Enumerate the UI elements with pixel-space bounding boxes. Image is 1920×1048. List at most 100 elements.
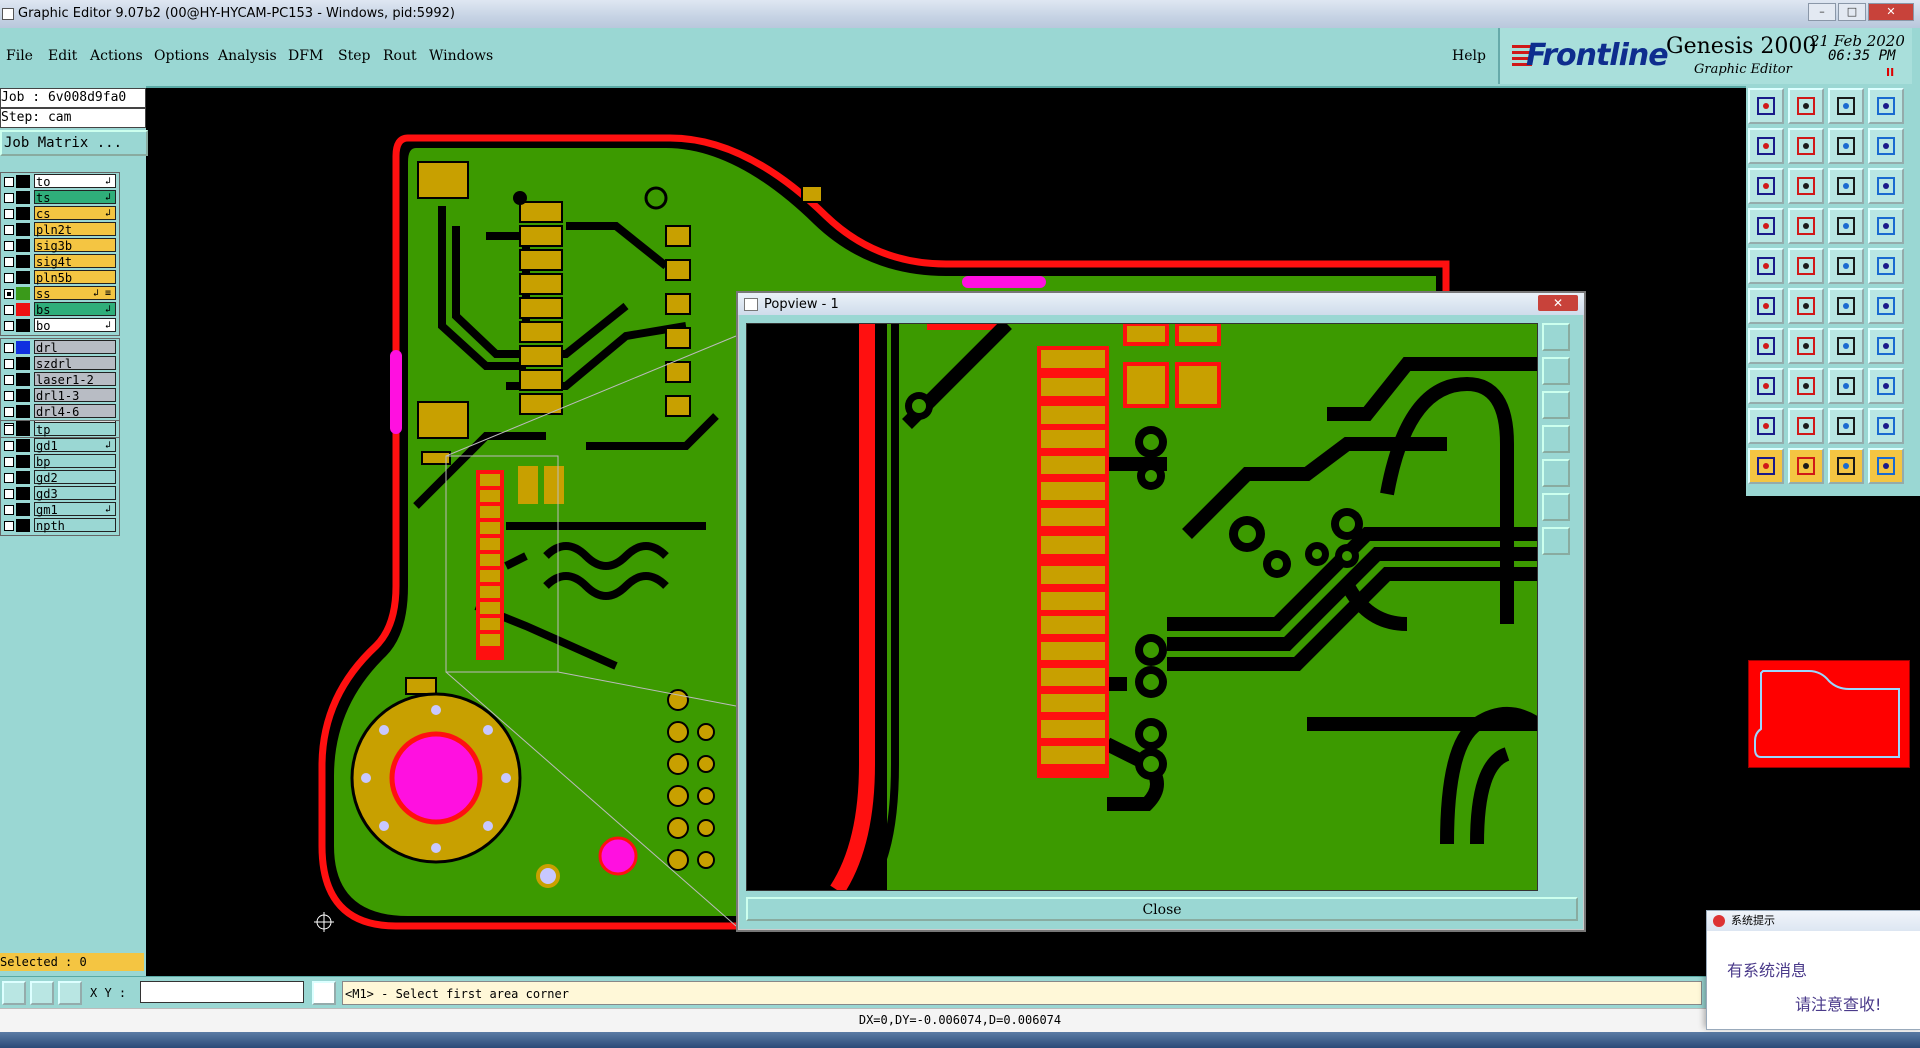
popview-close-button[interactable]: Close [746, 897, 1578, 921]
layer-row-pln5b[interactable]: pln5b [1, 270, 119, 285]
route-icon[interactable] [1828, 208, 1864, 244]
menu-file[interactable]: File [6, 48, 33, 64]
flip-icon[interactable] [1828, 128, 1864, 164]
pointer-net-icon[interactable] [1868, 448, 1904, 484]
layer-row-drl4-6[interactable]: drl4-6 [1, 404, 119, 419]
layer-color-swatch[interactable] [16, 357, 30, 370]
layer-name[interactable]: tp [34, 422, 116, 437]
popview-tool-pan-right[interactable] [1542, 459, 1570, 487]
layer-color-swatch[interactable] [16, 439, 30, 452]
popview-title-bar[interactable]: Popview - 1 ✕ [738, 293, 1584, 315]
triangle-c-icon[interactable] [1868, 408, 1904, 444]
menu-options[interactable]: Options [154, 48, 210, 64]
layer-name[interactable]: to↲ [34, 174, 116, 189]
layer-row-sig3b[interactable]: sig3b [1, 238, 119, 253]
popview-tool-pan-up[interactable] [1542, 357, 1570, 385]
window-icon[interactable] [1868, 88, 1904, 124]
menu-analysis[interactable]: Analysis [218, 48, 277, 64]
cross-icon[interactable] [1788, 288, 1824, 324]
line-move-icon[interactable] [1868, 288, 1904, 324]
step-icon[interactable] [1868, 128, 1904, 164]
popview-tool-pan-down[interactable] [1542, 391, 1570, 419]
layer-row-cs[interactable]: cs↲ [1, 206, 119, 221]
layer-color-swatch[interactable] [16, 341, 30, 354]
pointer-box-icon[interactable] [1828, 448, 1864, 484]
layer-name[interactable]: szdrl [34, 356, 116, 371]
layer-checkbox[interactable] [4, 209, 14, 219]
layer-row-pln2t[interactable]: pln2t [1, 222, 119, 237]
layer-row-bs[interactable]: bs↲ [1, 302, 119, 317]
select-box-icon[interactable] [1748, 368, 1784, 404]
layer-row-gd3[interactable]: gd3 [1, 486, 119, 501]
profile-icon[interactable] [1788, 248, 1824, 284]
layer-name[interactable]: gd1↲ [34, 438, 116, 453]
layer-name[interactable]: gd3 [34, 486, 116, 501]
layer-checkbox[interactable] [4, 193, 14, 203]
layer-name[interactable]: bo↲ [34, 318, 116, 333]
line-add-icon[interactable] [1828, 288, 1864, 324]
layer-row-sig4t[interactable]: sig4t [1, 254, 119, 269]
layer-name[interactable]: pln5b [34, 270, 116, 285]
help-icon[interactable] [1868, 168, 1904, 204]
layer-checkbox[interactable] [4, 505, 14, 515]
layer-color-swatch[interactable] [16, 405, 30, 418]
measure-icon[interactable] [1748, 208, 1784, 244]
layer-color-swatch[interactable] [16, 239, 30, 252]
layer-row-gd2[interactable]: gd2 [1, 470, 119, 485]
layer-color-swatch[interactable] [16, 223, 30, 236]
layer-row-drl1-3[interactable]: drl1-3 [1, 388, 119, 403]
layer-checkbox[interactable] [4, 375, 14, 385]
overview-map[interactable] [1748, 660, 1910, 768]
pan-right-icon[interactable] [1788, 128, 1824, 164]
menu-help[interactable]: Help [1452, 48, 1486, 64]
edit-line-icon[interactable] [1788, 328, 1824, 364]
menu-step[interactable]: Step [338, 48, 371, 64]
pointer-select-icon[interactable] [1788, 448, 1824, 484]
layer-color-swatch[interactable] [16, 207, 30, 220]
draw-line-icon[interactable] [1748, 328, 1784, 364]
layer-color-swatch[interactable] [16, 487, 30, 500]
layer-color-swatch[interactable] [16, 389, 30, 402]
layer-name[interactable]: npth [34, 518, 116, 533]
layer-color-swatch[interactable] [16, 303, 30, 316]
layer-checkbox[interactable] [4, 489, 14, 499]
popview-close-x[interactable]: ✕ [1538, 295, 1578, 311]
layer-name[interactable]: bp [34, 454, 116, 469]
pause-indicator[interactable]: II [1886, 66, 1895, 79]
pan-left-icon[interactable] [1748, 128, 1784, 164]
layer-checkbox[interactable] [4, 273, 14, 283]
triangle-a-icon[interactable] [1788, 408, 1824, 444]
angle-tool-icon[interactable] [30, 981, 54, 1005]
layer-name[interactable]: gm1↲ [34, 502, 116, 517]
pointer-icon[interactable] [1748, 448, 1784, 484]
layer-checkbox[interactable] [4, 177, 14, 187]
layer-name[interactable]: sig4t [34, 254, 116, 269]
layer-checkbox[interactable] [4, 425, 14, 435]
layer-checkbox[interactable] [4, 257, 14, 267]
layer-color-swatch[interactable] [16, 255, 30, 268]
triangle-icon[interactable] [1748, 408, 1784, 444]
pad-icon[interactable] [1748, 248, 1784, 284]
layer-row-szdrl[interactable]: szdrl [1, 356, 119, 371]
layer-color-swatch[interactable] [16, 175, 30, 188]
connector-icon[interactable] [1828, 248, 1864, 284]
layer-name[interactable]: pln2t [34, 222, 116, 237]
layer-name[interactable]: drl [34, 340, 116, 355]
layer-row-ss[interactable]: ss↲ ≡ [1, 286, 119, 301]
layer-checkbox[interactable] [4, 343, 14, 353]
system-notification[interactable]: 系统提示 有系统消息 请注意查收! [1706, 910, 1920, 1030]
layer-checkbox[interactable] [4, 441, 14, 451]
close-window-button[interactable]: ✕ [1868, 3, 1914, 21]
layer-name[interactable]: sig3b [34, 238, 116, 253]
copy-icon[interactable] [1868, 368, 1904, 404]
net-icon[interactable] [1748, 288, 1784, 324]
layer-name[interactable]: drl1-3 [34, 388, 116, 403]
snap-icon[interactable] [1788, 208, 1824, 244]
layer-name[interactable]: laser1-2 [34, 372, 116, 387]
menu-actions[interactable]: Actions [90, 48, 143, 64]
layer-name[interactable]: ss↲ ≡ [34, 286, 116, 301]
layer-row-bp[interactable]: bp [1, 454, 119, 469]
layer-row-laser1-2[interactable]: laser1-2 [1, 372, 119, 387]
grid-tool-icon[interactable] [58, 981, 82, 1005]
menu-windows[interactable]: Windows [429, 48, 494, 64]
